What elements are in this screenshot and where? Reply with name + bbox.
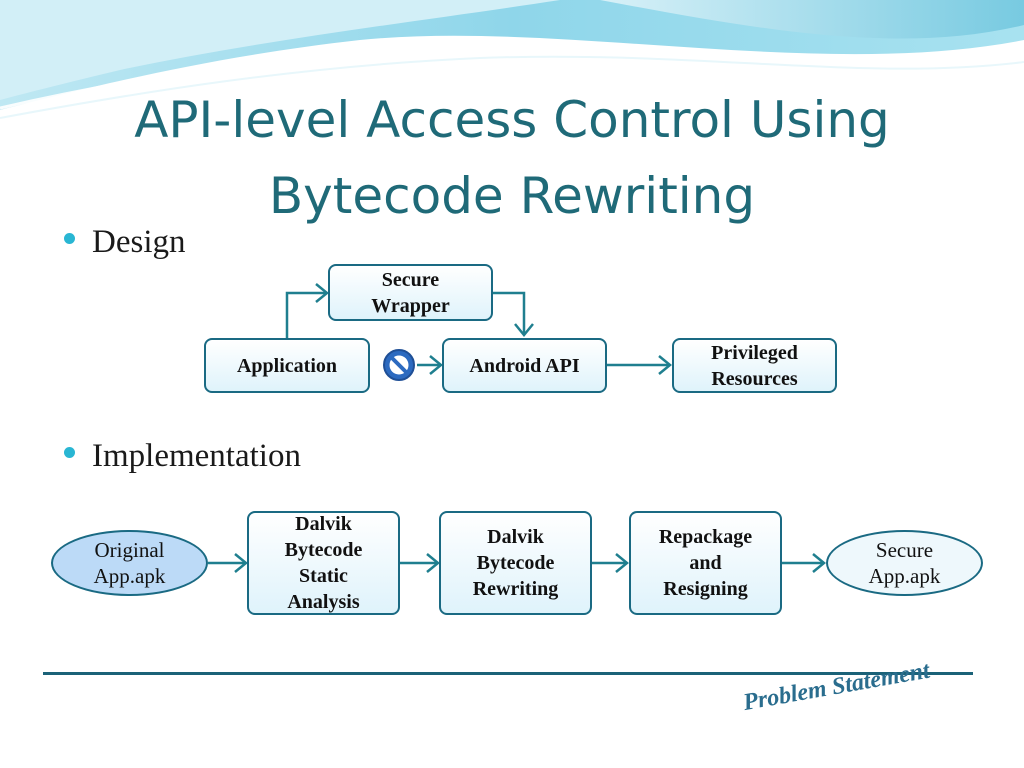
arrowhead <box>658 355 672 375</box>
android-api-label: Android API <box>469 354 580 377</box>
privileged-resources-label: Privileged Resources <box>711 341 798 390</box>
arrowhead <box>514 323 534 337</box>
privileged-resources-box: Privileged Resources <box>672 338 837 393</box>
application-box: Application <box>204 338 370 393</box>
arrowhead <box>426 553 440 573</box>
secure-apk-oval: Secure App.apk <box>826 530 983 596</box>
arrowhead <box>615 553 629 573</box>
repackage-resigning-box: Repackage and Resigning <box>629 511 782 615</box>
secure-apk-label: Secure App.apk <box>868 538 941 588</box>
connector-wrapper-to-api <box>493 291 526 334</box>
bullet-implementation: Implementation <box>64 438 301 475</box>
slide-title-line-2: Bytecode Rewriting <box>268 167 756 225</box>
arrowhead <box>234 553 248 573</box>
footer-divider <box>43 672 973 675</box>
secure-wrapper-label: Secure Wrapper <box>371 268 450 317</box>
bullet-design: Design <box>64 224 186 261</box>
original-apk-oval: Original App.apk <box>51 530 208 596</box>
bytecode-rewriting-box: Dalvik Bytecode Rewriting <box>439 511 592 615</box>
arrowhead <box>429 355 443 375</box>
bullet-implementation-label: Implementation <box>92 438 301 474</box>
original-apk-label: Original App.apk <box>93 538 166 588</box>
secure-wrapper-box: Secure Wrapper <box>328 264 493 321</box>
arrowhead <box>315 283 329 303</box>
no-entry-icon <box>383 349 415 381</box>
application-label: Application <box>236 354 338 377</box>
android-api-box: Android API <box>442 338 607 393</box>
bullet-design-label: Design <box>92 224 186 260</box>
bytecode-rewriting-label: Dalvik Bytecode Rewriting <box>472 526 559 600</box>
static-analysis-label: Dalvik Bytecode Static Analysis <box>284 513 363 613</box>
bullet-dot-icon <box>64 447 75 458</box>
slide-title-line-1: API-level Access Control Using <box>134 91 890 149</box>
slide-title: API-level Access Control Using Bytecode … <box>0 82 1024 234</box>
repackage-resigning-label: Repackage and Resigning <box>658 526 753 600</box>
static-analysis-box: Dalvik Bytecode Static Analysis <box>247 511 400 615</box>
connector-application-to-wrapper <box>285 291 325 338</box>
bullet-dot-icon <box>64 233 75 244</box>
arrowhead <box>812 553 826 573</box>
